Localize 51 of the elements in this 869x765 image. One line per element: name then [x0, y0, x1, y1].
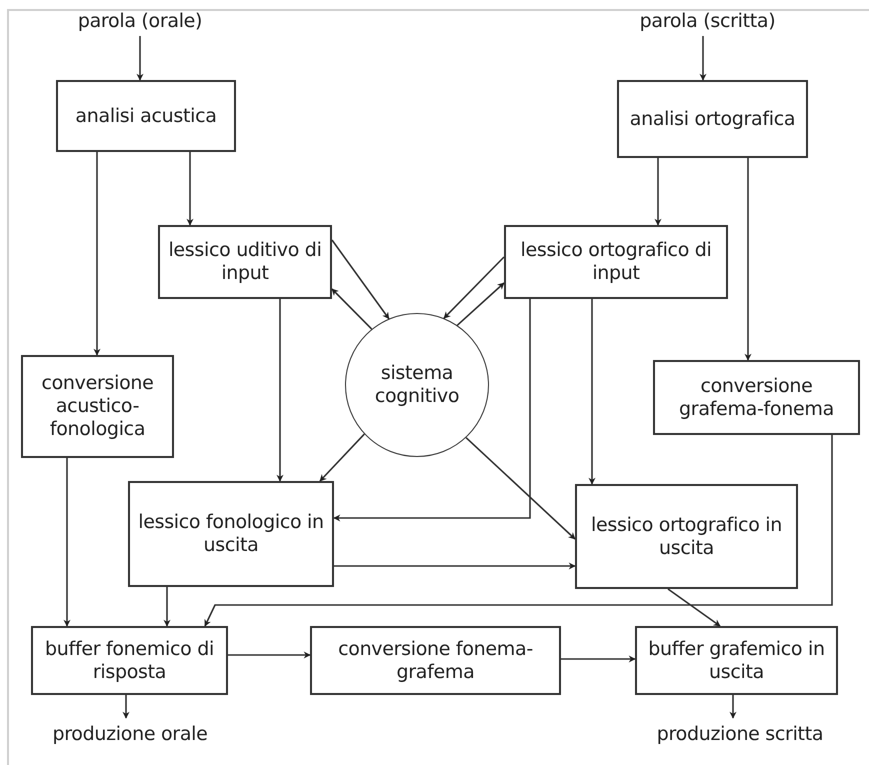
arrow	[456, 282, 505, 326]
process-box	[617, 80, 808, 158]
arrow	[561, 656, 636, 662]
flow-label: parola (orale)	[78, 10, 202, 32]
arrow	[466, 437, 576, 540]
node-label: lessico fonologico in uscita	[137, 511, 325, 557]
process-box	[635, 626, 838, 695]
arrow	[668, 588, 721, 627]
node-label: lessico ortografico in uscita	[590, 514, 783, 560]
node-label: buffer fonemico di risposta	[44, 638, 215, 684]
arrow	[333, 299, 531, 522]
arrow	[331, 240, 390, 320]
arrow	[228, 652, 311, 658]
arrow	[276, 299, 284, 482]
arrow	[730, 695, 736, 719]
arrow	[94, 152, 100, 356]
process-box	[128, 481, 334, 587]
node-label: buffer grafemico in uscita	[647, 638, 826, 684]
flow-label: parola (scritta)	[640, 10, 776, 32]
node-label: lessico ortografico di input	[520, 239, 712, 285]
arrow	[744, 158, 752, 361]
arrow	[700, 36, 706, 81]
process-box	[56, 80, 236, 152]
arrow	[654, 158, 662, 226]
node-label: conversione fonema-grafema	[337, 638, 534, 684]
arrow	[331, 288, 372, 330]
process-box	[158, 225, 332, 299]
node-label: analisi acustica	[75, 104, 217, 128]
node-label: analisi ortografica	[630, 108, 796, 130]
node-label: sistema cognitivo	[374, 362, 460, 408]
process-box	[653, 360, 860, 435]
arrow	[334, 562, 576, 570]
process-box	[21, 355, 174, 458]
arrow	[204, 435, 833, 627]
process-box	[504, 225, 728, 299]
arrow	[186, 152, 194, 226]
arrow	[64, 458, 70, 627]
process-box	[575, 484, 798, 589]
process-box	[310, 626, 561, 695]
node-label: conversione grafema-fonema	[678, 374, 835, 420]
arrow	[319, 434, 365, 482]
node-label: conversione acustico- fonologica	[40, 372, 155, 441]
arrow	[164, 587, 170, 627]
arrow	[443, 256, 505, 319]
arrow	[122, 695, 130, 719]
node-label: lessico uditivo di input	[167, 239, 323, 285]
flow-label: produzione scritta	[656, 722, 824, 746]
process-box	[31, 626, 228, 695]
arrow	[136, 36, 144, 81]
arrow	[588, 299, 596, 485]
flow-label: produzione orale	[52, 722, 208, 746]
